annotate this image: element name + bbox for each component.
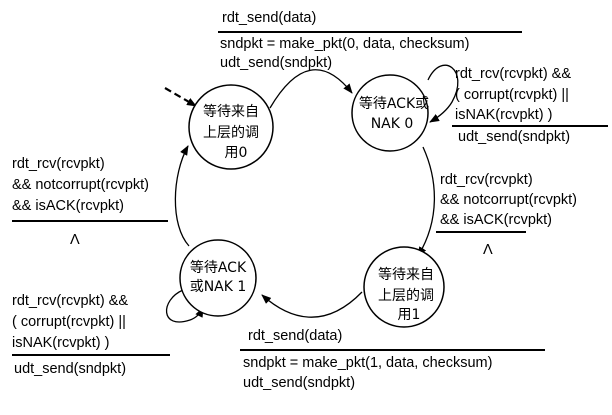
svg-text:udt_send(sndpkt): udt_send(sndpkt) [458, 129, 570, 145]
svg-text:等待来自: 等待来自 [378, 266, 434, 283]
svg-text:sndpkt = make_pkt(0, data, che: sndpkt = make_pkt(0, data, checksum) [220, 36, 469, 52]
state-wait-call-1: 等待来自 上层的调 用1 [363, 246, 445, 328]
svg-text:sndpkt = make_pkt(1, data, che: sndpkt = make_pkt(1, data, checksum) [243, 355, 492, 371]
svg-text:udt_send(sndpkt): udt_send(sndpkt) [220, 55, 332, 71]
state-label-line: 等待ACK或 [359, 95, 429, 112]
svg-text:rdt_rcv(rcvpkt) &&: rdt_rcv(rcvpkt) && [12, 293, 128, 309]
state-label-line: 等待来自 [378, 266, 434, 283]
transition-label-ack-0: rdt_rcv(rcvpkt) && notcorrupt(rcvpkt) &&… [436, 172, 577, 258]
event-line: ( corrupt(rcvpkt) || [12, 314, 126, 330]
state-label-line: 上层的调 [203, 125, 259, 141]
state-wait-ack-0: 等待ACK或 NAK 0 [351, 74, 429, 152]
svg-text:( corrupt(rcvpkt) ||: ( corrupt(rcvpkt) || [12, 314, 126, 330]
svg-text:udt_send(sndpkt): udt_send(sndpkt) [243, 375, 355, 391]
event-line: rdt_send(data) [222, 10, 316, 26]
action-line: Λ [483, 242, 493, 258]
event-line: && notcorrupt(rcvpkt) [12, 177, 149, 193]
event-line: rdt_rcv(rcvpkt) [440, 172, 533, 188]
event-line: && isACK(rcvpkt) [12, 198, 124, 214]
edge-ack-1 [174, 145, 190, 247]
event-line: isNAK(rcvpkt) ) [12, 335, 109, 351]
svg-text:等待ACK: 等待ACK [190, 259, 247, 276]
event-line: isNAK(rcvpkt) ) [455, 107, 552, 123]
svg-text:上层的调: 上层的调 [203, 125, 259, 141]
action-line: Λ [70, 232, 80, 248]
svg-text:用1: 用1 [398, 307, 421, 323]
state-wait-ack-1: 等待ACK 或NAK 1 [179, 239, 257, 317]
svg-text:isNAK(rcvpkt) ): isNAK(rcvpkt) ) [12, 335, 109, 351]
svg-text:rdt_rcv(rcvpkt) &&: rdt_rcv(rcvpkt) && [455, 66, 571, 82]
svg-text:Λ: Λ [483, 242, 493, 258]
edge-send-1 [261, 291, 363, 318]
state-wait-call-0: 等待来自 上层的调 用0 [188, 84, 274, 170]
event-line: rdt_rcv(rcvpkt) && [455, 66, 571, 82]
svg-text:rdt_rcv(rcvpkt): rdt_rcv(rcvpkt) [440, 172, 533, 188]
svg-text:udt_send(sndpkt): udt_send(sndpkt) [14, 361, 126, 377]
initial-arrow [164, 87, 197, 107]
state-label-line: 上层的调 [378, 288, 434, 304]
svg-text:上层的调: 上层的调 [378, 288, 434, 304]
svg-text:用0: 用0 [225, 145, 248, 161]
self-loop-ack-0 [427, 64, 459, 123]
svg-text:rdt_send(data): rdt_send(data) [248, 328, 342, 344]
svg-text:rdt_rcv(rcvpkt): rdt_rcv(rcvpkt) [12, 156, 105, 172]
svg-text:等待来自: 等待来自 [203, 103, 259, 120]
state-label-line: 等待ACK [190, 259, 247, 276]
transition-label-send-1: rdt_send(data) sndpkt = make_pkt(1, data… [240, 328, 545, 391]
edge-ack-0 [417, 146, 436, 257]
transition-label-retransmit-1: rdt_rcv(rcvpkt) && ( corrupt(rcvpkt) || … [12, 293, 170, 377]
action-line: sndpkt = make_pkt(0, data, checksum) [220, 36, 469, 52]
state-label-line: NAK 0 [371, 116, 414, 132]
transition-label-ack-1: rdt_rcv(rcvpkt) && notcorrupt(rcvpkt) &&… [12, 156, 168, 248]
svg-text:&& notcorrupt(rcvpkt): && notcorrupt(rcvpkt) [440, 192, 577, 208]
svg-text:或NAK 1: 或NAK 1 [190, 279, 247, 295]
event-line: && notcorrupt(rcvpkt) [440, 192, 577, 208]
action-line: udt_send(sndpkt) [220, 55, 332, 71]
event-line: rdt_rcv(rcvpkt) && [12, 293, 128, 309]
event-line: rdt_send(data) [248, 328, 342, 344]
transition-label-retransmit-0: rdt_rcv(rcvpkt) && ( corrupt(rcvpkt) || … [452, 66, 608, 145]
event-line: ( corrupt(rcvpkt) || [455, 87, 569, 103]
action-line: udt_send(sndpkt) [458, 129, 570, 145]
self-loop-ack-1 [165, 289, 204, 323]
svg-text:( corrupt(rcvpkt) ||: ( corrupt(rcvpkt) || [455, 87, 569, 103]
state-label-line: 等待来自 [203, 103, 259, 120]
svg-text:&& isACK(rcvpkt): && isACK(rcvpkt) [12, 198, 124, 214]
action-line: udt_send(sndpkt) [243, 375, 355, 391]
action-line: sndpkt = make_pkt(1, data, checksum) [243, 355, 492, 371]
state-label-line: 用1 [398, 307, 421, 323]
event-line: rdt_rcv(rcvpkt) [12, 156, 105, 172]
edge-send-0 [269, 69, 353, 109]
action-line: udt_send(sndpkt) [14, 361, 126, 377]
state-label-line: 用0 [225, 145, 248, 161]
svg-text:Λ: Λ [70, 232, 80, 248]
state-label-line: 或NAK 1 [190, 279, 247, 295]
svg-text:&& isACK(rcvpkt): && isACK(rcvpkt) [440, 212, 552, 228]
event-line: && isACK(rcvpkt) [440, 212, 552, 228]
svg-text:rdt_send(data): rdt_send(data) [222, 10, 316, 26]
svg-text:&& notcorrupt(rcvpkt): && notcorrupt(rcvpkt) [12, 177, 149, 193]
transition-label-send-0: rdt_send(data) sndpkt = make_pkt(0, data… [218, 10, 522, 71]
svg-text:NAK 0: NAK 0 [371, 116, 414, 132]
svg-text:isNAK(rcvpkt) ): isNAK(rcvpkt) ) [455, 107, 552, 123]
svg-text:等待ACK或: 等待ACK或 [359, 95, 429, 112]
